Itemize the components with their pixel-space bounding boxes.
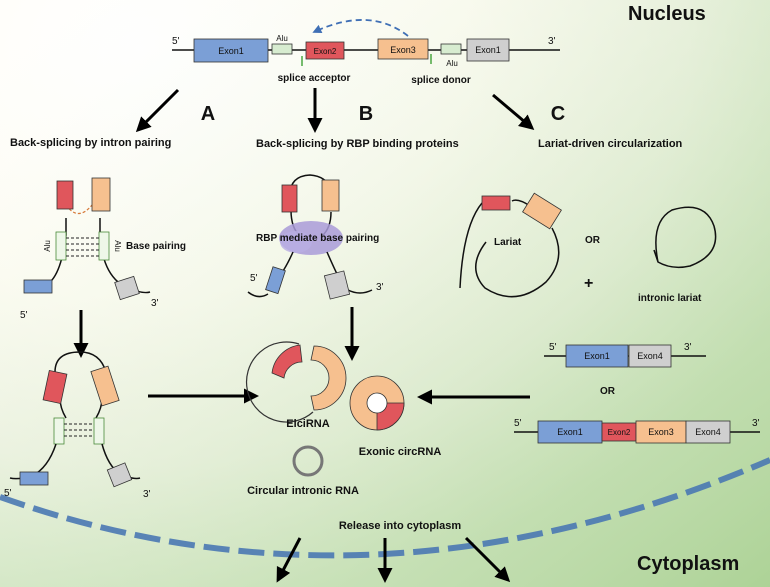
gene-exon1-label: Exon1: [218, 46, 244, 56]
pathway-a-3prime: 3': [151, 298, 159, 309]
gene-alu-right-box: [440, 43, 462, 55]
elcirna-shape: [246, 341, 347, 423]
pathway-a-exon4: [114, 275, 140, 301]
pathway-c-letter: C: [551, 103, 565, 125]
back-splice-dashed-arrow: [312, 19, 409, 37]
spliced-short-5prime: 5': [549, 342, 557, 353]
gene-exon2-label: Exon2: [314, 47, 337, 56]
gene-alu-left-label: Alu: [276, 34, 288, 43]
release-arrow-right: [464, 536, 511, 583]
gene-alu-left-box: [271, 43, 293, 55]
spliced-short-exon4-label: Exon4: [637, 351, 663, 361]
spliced-long: Exon1 Exon2 Exon3 Exon4: [514, 420, 760, 444]
pathway-b-exon1: [265, 266, 286, 295]
pathway-c-plus: +: [584, 275, 593, 292]
pathway-a2-exon2: [42, 369, 68, 405]
splice-acceptor-label: splice acceptor: [278, 73, 351, 84]
exonic-circrna-label: Exonic circRNA: [359, 446, 442, 458]
gene-alu-right-label: Alu: [446, 59, 458, 68]
pathway-b-3prime: 3': [376, 282, 384, 293]
pathway-b-5prime: 5': [250, 273, 258, 284]
pathway-a2-exon1: [19, 471, 49, 486]
release-label: Release into cytoplasm: [339, 520, 461, 532]
gene-3prime: 3': [548, 36, 556, 47]
pathway-b-exon2: [281, 184, 298, 213]
spliced-long-exon2-label: Exon2: [608, 428, 631, 437]
release-arrow-left: [276, 537, 302, 583]
pathway-a-stage2: [9, 351, 141, 488]
gene-exon1-box: [193, 38, 269, 63]
splice-donor-label: splice donor: [411, 75, 471, 86]
spliced-long-exon1-label: Exon1: [557, 427, 583, 437]
pathway-a2-alu-right: [93, 417, 105, 445]
pathway-a-alu-right: [98, 231, 110, 261]
spliced-short-3prime: 3': [684, 342, 692, 353]
gene-exon1-end-label: Exon1: [475, 45, 501, 55]
gene-exon3-box: [377, 38, 429, 60]
pathway-c-exon2: [481, 195, 511, 211]
pathway-a-exon1: [23, 279, 53, 294]
pathway-a-exon3: [91, 177, 111, 212]
pathway-a2-5prime: 5': [4, 488, 12, 499]
pathway-b-note: RBP mediate base pairing: [256, 233, 379, 244]
gene-exon2-box: [305, 41, 345, 60]
pathway-a-note: Base pairing: [126, 241, 186, 252]
pathway-c-lariat-label: Lariat: [494, 237, 522, 248]
spliced-long-5prime: 5': [514, 418, 522, 429]
arrow-to-c: [492, 93, 535, 130]
pathway-c-intronic-lariat-label: intronic lariat: [638, 293, 702, 304]
pathway-b-letter: B: [359, 103, 373, 125]
elcirna-label: ElciRNA: [286, 418, 329, 430]
pathway-b-exon3: [321, 179, 340, 212]
pathway-a-structure: Alu Alu: [23, 177, 151, 301]
pathway-a-letter: A: [201, 103, 215, 125]
pathway-a-5prime: 5': [20, 310, 28, 321]
pre-mrna-gene: 5' 3' Exon1 Alu Exon2 Exon3 Alu Exon1 sp…: [172, 19, 560, 86]
pathway-c-or-top: OR: [585, 235, 601, 246]
circular-intronic-rna-label: Circular intronic RNA: [247, 485, 359, 497]
intronic-lariat-shape: [653, 206, 717, 269]
pathway-a2-exon3: [90, 365, 120, 407]
spliced-or: OR: [600, 386, 616, 397]
pathway-a-alu-right-label: Alu: [113, 240, 122, 252]
pathway-a-exon2: [56, 180, 74, 210]
spliced-long-exon4: [685, 420, 731, 444]
pathway-c-exon3: [522, 192, 562, 230]
pathway-a2-3prime: 3': [143, 489, 151, 500]
pathway-b-title: Back-splicing by RBP binding proteins: [256, 138, 459, 150]
pathway-b-exon4: [323, 270, 351, 300]
spliced-short-exon1-label: Exon1: [584, 351, 610, 361]
spliced-long-exon3-label: Exon3: [648, 427, 674, 437]
pathway-a-alu-left-label: Alu: [43, 240, 52, 252]
spliced-long-exon4-label: Exon4: [695, 427, 721, 437]
spliced-short-exon1: [565, 344, 629, 368]
pathway-c-lariat: [459, 192, 562, 298]
pathway-c-title: Lariat-driven circularization: [538, 138, 683, 150]
spliced-short: Exon1 Exon4: [544, 344, 706, 368]
arrow-to-a: [135, 88, 180, 133]
spliced-long-3prime: 3': [752, 418, 760, 429]
exonic-circrna-shape: [349, 375, 405, 431]
nucleus-label: Nucleus: [628, 3, 706, 25]
pathway-a2-alu-left: [53, 417, 65, 445]
circular-intronic-rna-shape: [292, 445, 324, 477]
spliced-short-exon4: [628, 344, 672, 368]
pathway-b-structure: [247, 174, 373, 300]
nuclear-membrane: [0, 457, 770, 559]
gene-exon3-label: Exon3: [390, 45, 416, 55]
pathway-a-alu-left: [55, 231, 67, 261]
pathway-a-title: Back-splicing by intron pairing: [10, 137, 171, 149]
pathway-a2-exon4: [106, 462, 133, 488]
gene-5prime: 5': [172, 36, 180, 47]
gene-exon1-end-box: [466, 38, 510, 62]
cytoplasm-label: Cytoplasm: [637, 553, 739, 575]
